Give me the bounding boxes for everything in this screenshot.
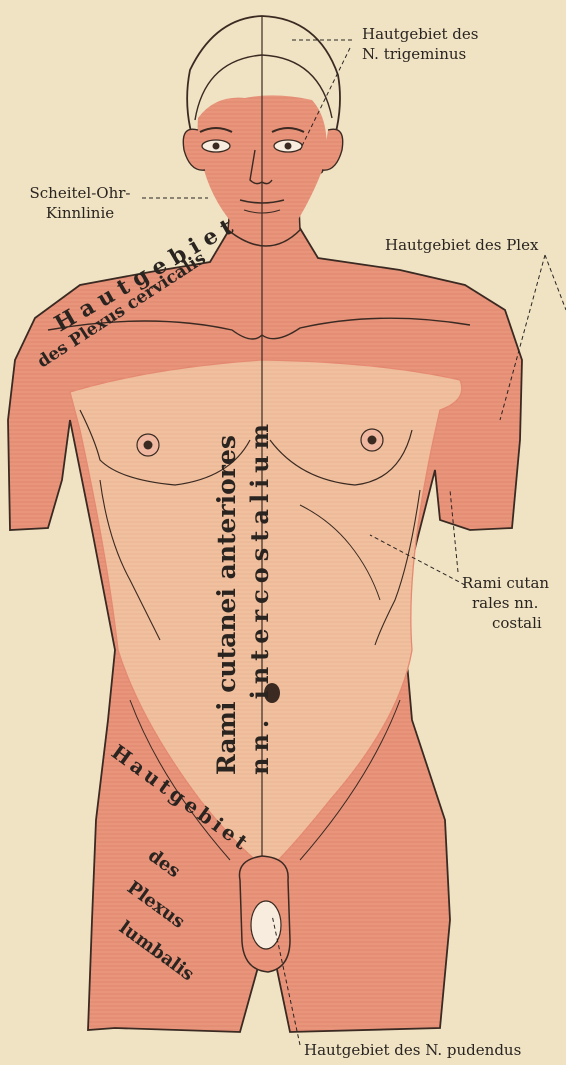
- label-anteriores-line2: nn. intercostalium: [245, 418, 274, 775]
- label-anteriores-line1: Rami cutanei anteriores: [212, 435, 241, 775]
- label-trigeminus-line1: Hautgebiet des: [362, 25, 478, 44]
- label-scheitel-line2: Kinnlinie: [18, 204, 142, 223]
- label-rami-lateral-line3: costali: [492, 614, 542, 633]
- label-pudendus: Hautgebiet des N. pudendus: [304, 1041, 521, 1060]
- label-scheitel-line1: Scheitel-Ohr-: [18, 184, 142, 203]
- pudendus-zone: [251, 901, 281, 949]
- label-trigeminus-line2: N. trigeminus: [362, 45, 466, 64]
- label-plexus-brachialis: Hautgebiet des Plex: [385, 236, 538, 255]
- label-rami-lateral-line2: rales nn.: [472, 594, 538, 613]
- label-rami-lateral-line1: Rami cutan: [462, 574, 549, 593]
